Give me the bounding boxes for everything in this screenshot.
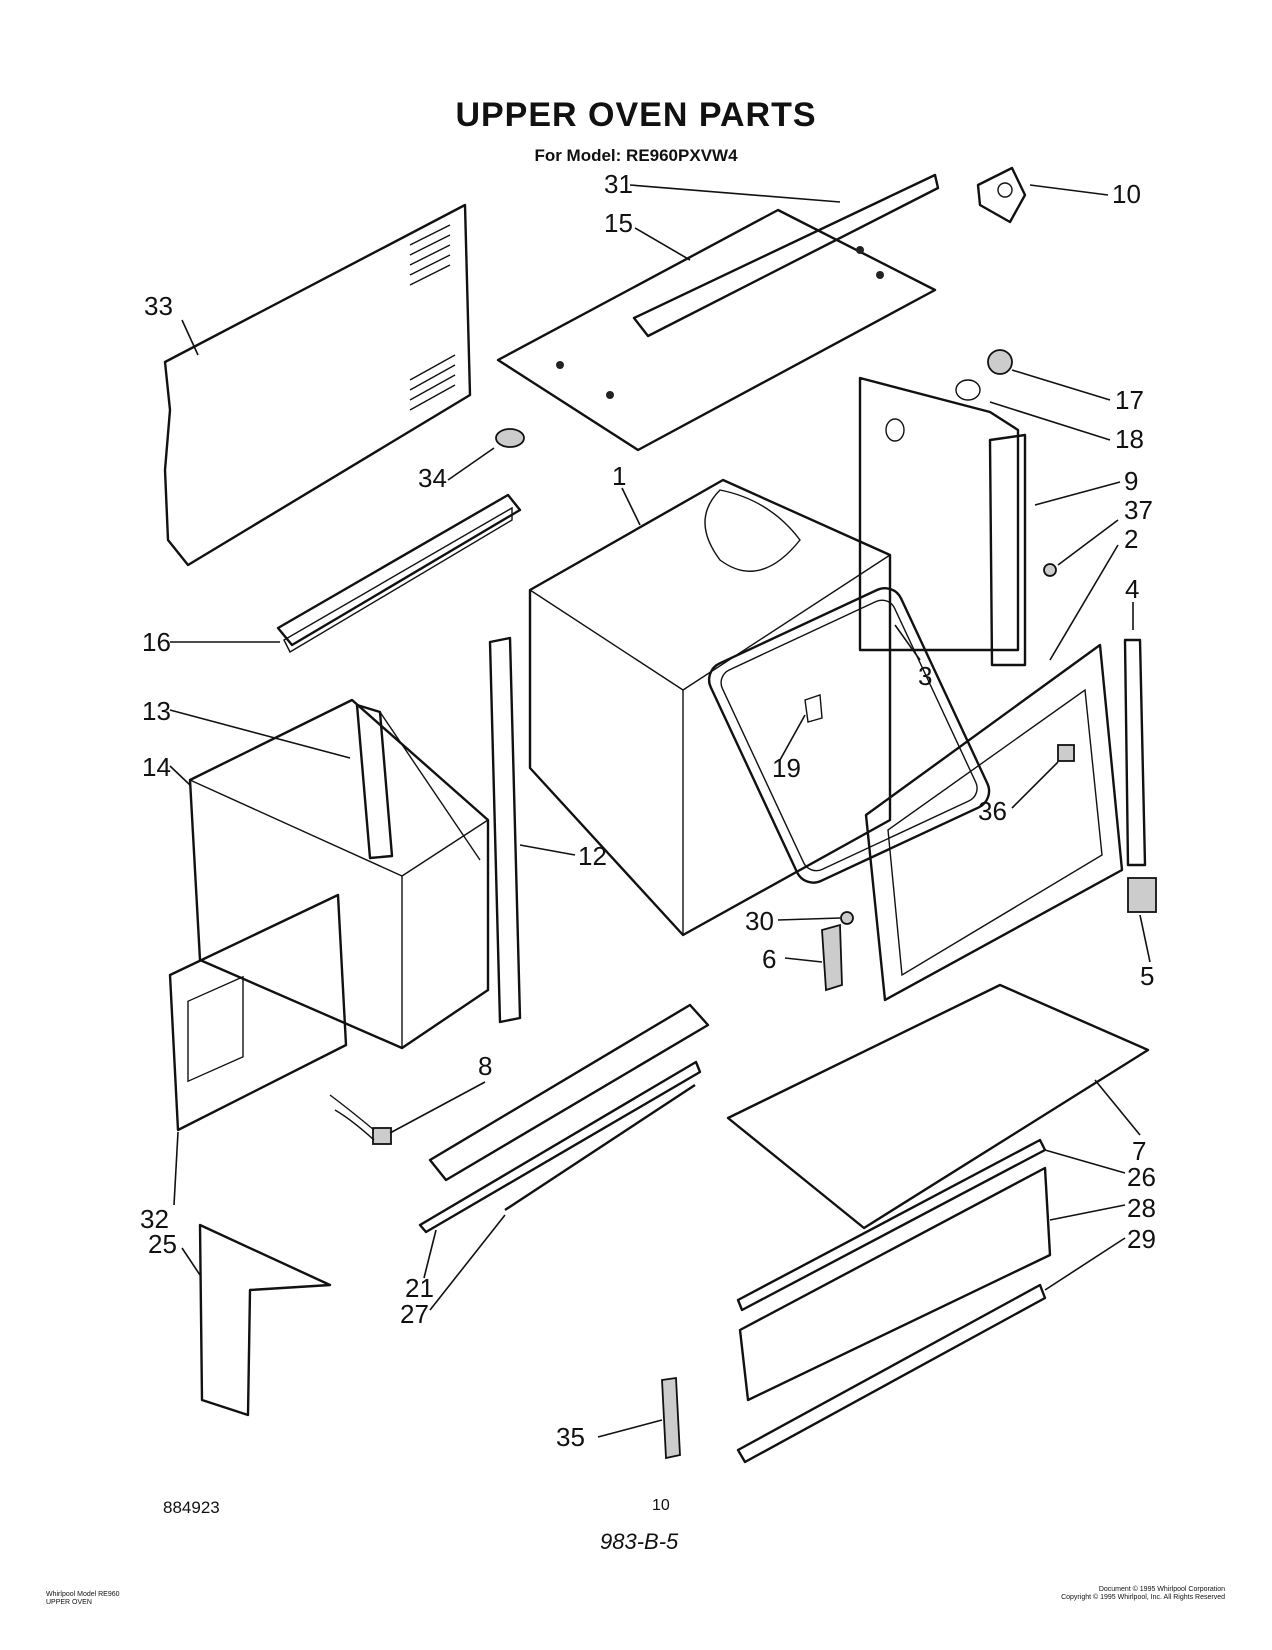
callout-15: 15 [604,208,633,238]
part-3-door-gasket [707,587,991,884]
callout-5: 5 [1140,961,1154,991]
callout-10: 10 [1112,179,1141,209]
callout-25: 25 [148,1229,177,1259]
callout-34: 34 [418,463,447,493]
callout-12: 12 [578,841,607,871]
callout-27: 27 [400,1299,429,1329]
part-15-top-panel [496,173,940,452]
callout-37: 37 [1124,495,1153,525]
part-28-panel [738,1166,1052,1402]
callout-2: 2 [1124,524,1138,554]
drawing-number: 884923 [163,1498,220,1517]
part-8-switch [329,1094,392,1145]
part-16-rail [276,493,522,653]
callout-33: 33 [144,291,173,321]
part-25-deflector [198,1223,332,1417]
part-27-element [504,1083,696,1212]
callout-7: 7 [1132,1136,1146,1166]
callout-29: 29 [1127,1224,1156,1254]
part-30-screw [840,911,854,925]
callout-26: 26 [1127,1162,1156,1192]
model-line: For Model: RE960PXVW4 [534,146,738,165]
callout-30: 30 [745,906,774,936]
part-35-bar [661,1376,681,1460]
part-4-strip [1123,638,1147,867]
callout-21: 21 [405,1273,434,1303]
part-21-trim [418,1003,710,1234]
callout-8: 8 [478,1051,492,1081]
right-note-line1: Document © 1995 Whirlpool Corporation [1099,1585,1225,1593]
callout-35: 35 [556,1422,585,1452]
part-10-bracket [976,166,1027,224]
callout-14: 14 [142,752,171,782]
right-note-line2: Copyright © 1995 Whirlpool, Inc. All Rig… [1061,1593,1225,1601]
callout-28: 28 [1127,1193,1156,1223]
part-33-back-panel [163,203,472,567]
part-6-bracket [821,923,843,992]
callout-6: 6 [762,944,776,974]
callout-4: 4 [1125,574,1139,604]
page-number: 10 [652,1497,670,1514]
part-34-knob [495,428,525,448]
callout-17: 17 [1115,385,1144,415]
callout-9: 9 [1124,466,1138,496]
part-12-post [488,636,522,1024]
part-19-bracket [804,694,823,723]
callout-labels: 31 15 10 33 17 18 34 9 1 37 2 16 4 3 13 … [140,169,1156,1452]
part-26-trim [736,1138,1047,1312]
callout-1: 1 [612,461,626,491]
leader-lines [169,184,1151,1438]
part-37-screw [1043,563,1057,577]
part-2-door-liner [864,643,1124,1002]
callout-13: 13 [142,696,171,726]
callout-18: 18 [1115,424,1144,454]
part-32-end-panel [168,893,348,1132]
diagram-title: UPPER OVEN PARTS [455,96,817,134]
part-29-trim [736,1283,1047,1464]
left-note-line1: Whirlpool Model RE960 [46,1591,120,1598]
part-13-frame [355,703,481,861]
callout-16: 16 [142,627,171,657]
left-note-line2: UPPER OVEN [46,1599,92,1606]
part-7-bottom-panel [726,983,1150,1230]
part-5-hinge [1127,877,1157,913]
callout-32: 32 [140,1204,169,1234]
part-36-clip [1057,744,1075,762]
part-1-oven-liner [528,478,892,937]
callout-19: 19 [772,753,801,783]
part-18-bulb [955,379,981,401]
part-9-side-panel [858,376,1027,667]
part-14-side-cover [188,698,490,1050]
part-17-light-socket [987,349,1013,375]
callout-31: 31 [604,169,633,199]
callout-3: 3 [918,661,932,691]
callout-36: 36 [978,796,1007,826]
handwritten-code: 983-B-5 [600,1529,679,1554]
